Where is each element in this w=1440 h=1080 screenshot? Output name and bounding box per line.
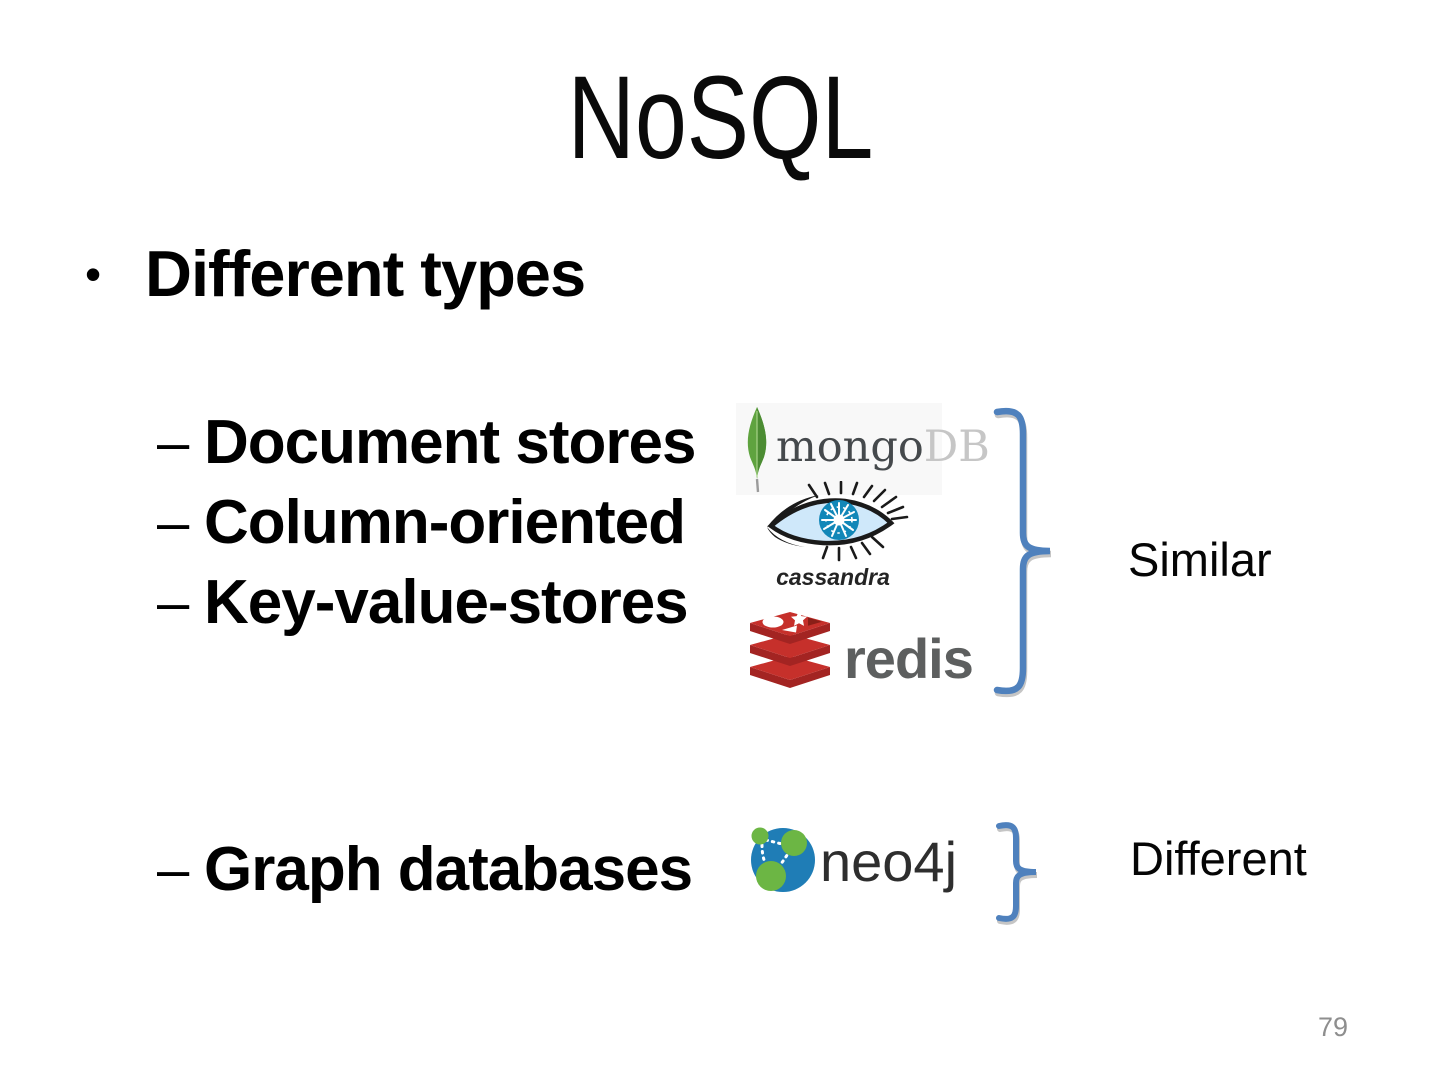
list-item-key-value-stores: – Key-value-stores: [157, 568, 689, 637]
similar-group-brace: [992, 404, 1062, 703]
list-item-column-oriented: – Column-oriented: [157, 488, 686, 557]
mongodb-logo: mongoDB: [736, 403, 990, 495]
redis-wordmark: redis: [844, 627, 974, 690]
bullet-label: Different types: [145, 237, 586, 310]
cassandra-wordmark: cassandra: [776, 564, 890, 590]
mongodb-wordmark: mongoDB: [776, 421, 990, 473]
dash-marker: –: [157, 490, 190, 555]
list-item-document-stores: – Document stores: [157, 408, 696, 477]
cassandra-eye-icon: [767, 480, 909, 562]
list-item-label: Key-value-stores: [204, 568, 689, 637]
mongodb-leaf-icon: [747, 407, 767, 493]
dash-marker: –: [157, 570, 190, 635]
list-item-label: Column-oriented: [204, 488, 686, 557]
bullet-different-types: • Different types: [85, 237, 586, 310]
bullet-marker: •: [85, 248, 102, 300]
slide-title: NoSQL: [0, 48, 1440, 188]
neo4j-graph-icon: [751, 827, 815, 892]
list-item-graph-databases: – Graph databases: [157, 835, 693, 904]
redis-stack-icon: [750, 611, 830, 688]
slide-title-text: NoSQL: [567, 52, 873, 184]
list-item-label: Graph databases: [204, 835, 693, 904]
redis-logo: redis: [744, 611, 974, 700]
different-label: Different: [1130, 832, 1307, 885]
mongodb-wordmark-db: DB: [923, 422, 990, 472]
list-item-label: Document stores: [204, 408, 696, 477]
neo4j-logo: neo4j: [748, 823, 957, 899]
dash-marker: –: [157, 837, 190, 902]
neo4j-wordmark: neo4j: [820, 830, 958, 893]
cassandra-logo: cassandra: [757, 480, 909, 591]
mongodb-wordmark-mongo: mongo: [776, 422, 924, 472]
different-group-brace: [994, 819, 1048, 930]
similar-label: Similar: [1128, 533, 1272, 586]
dash-marker: –: [157, 410, 190, 475]
page-number: 79: [1318, 1012, 1349, 1042]
